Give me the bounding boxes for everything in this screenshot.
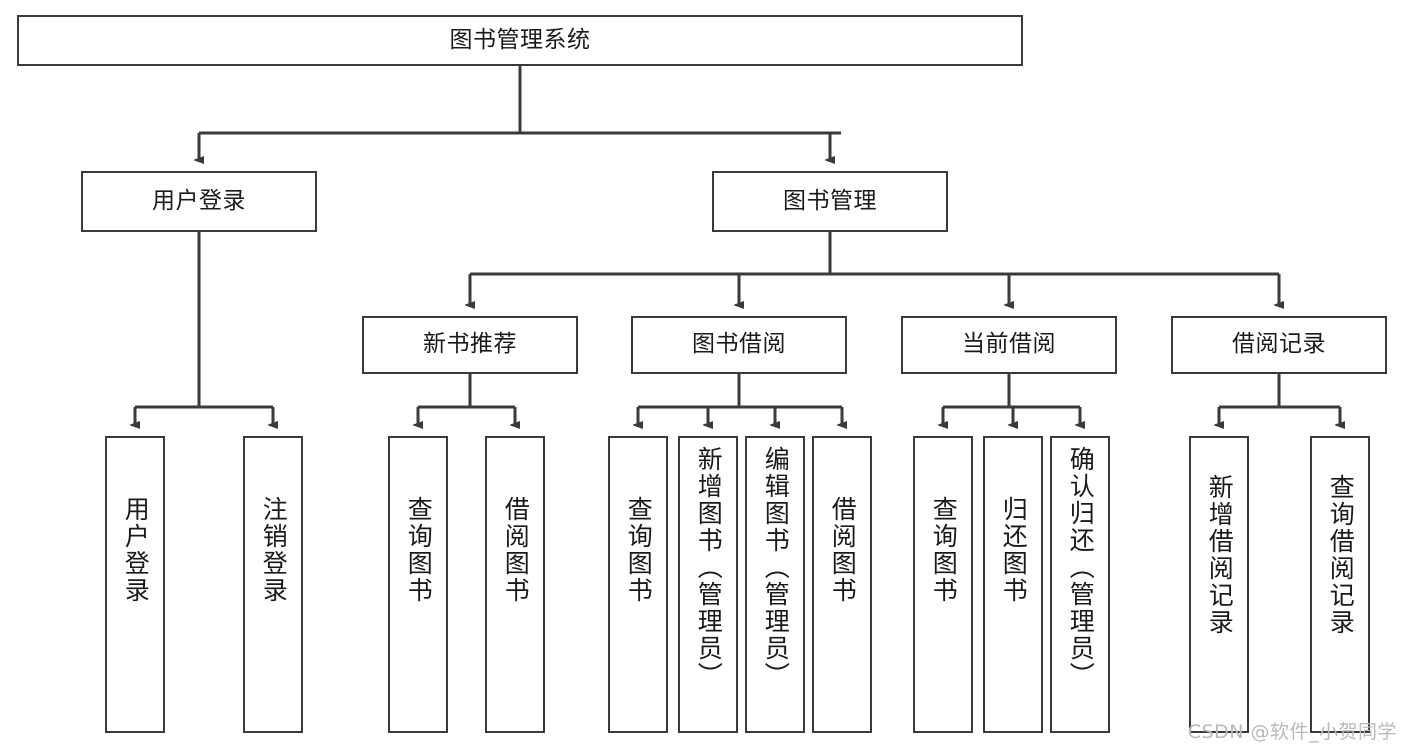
node-leaf-user-login[interactable]: 用户登录: [105, 436, 165, 733]
node-leaf-confirm-return-admin[interactable]: 确认归还（管理员）: [1050, 436, 1110, 733]
node-leaf-query-borrow-record-label: 查询借阅记录: [1326, 474, 1356, 636]
node-leaf-query-book-current[interactable]: 查询图书: [913, 436, 973, 733]
node-leaf-query-book-borrow[interactable]: 查询图书: [608, 436, 668, 733]
node-leaf-logout[interactable]: 注销登录: [243, 436, 303, 733]
node-root[interactable]: 图书管理系统: [17, 15, 1023, 66]
node-leaf-confirm-return-admin-label: 确认归还（管理员）: [1066, 446, 1096, 689]
node-borrow-record-label: 借阅记录: [1232, 331, 1326, 358]
node-current-borrow[interactable]: 当前借阅: [901, 316, 1117, 374]
node-new-book-rec[interactable]: 新书推荐: [362, 316, 578, 374]
node-leaf-borrow-book-rec[interactable]: 借阅图书: [485, 436, 545, 733]
node-leaf-add-borrow-record[interactable]: 新增借阅记录: [1189, 436, 1249, 733]
node-leaf-logout-label: 注销登录: [259, 496, 289, 604]
node-user-login[interactable]: 用户登录: [81, 171, 317, 232]
node-leaf-return-book[interactable]: 归还图书: [983, 436, 1043, 733]
node-leaf-borrow-book[interactable]: 借阅图书: [812, 436, 872, 733]
node-leaf-edit-book-admin-label: 编辑图书（管理员）: [761, 446, 791, 689]
node-leaf-return-book-label: 归还图书: [999, 496, 1029, 604]
node-current-borrow-label: 当前借阅: [962, 331, 1056, 358]
node-book-manage-label: 图书管理: [783, 187, 877, 214]
node-book-borrow[interactable]: 图书借阅: [631, 316, 847, 374]
node-new-book-rec-label: 新书推荐: [423, 331, 517, 358]
node-leaf-query-book-borrow-label: 查询图书: [624, 496, 654, 604]
node-leaf-query-book-rec[interactable]: 查询图书: [388, 436, 448, 733]
node-leaf-add-book-admin-label: 新增图书（管理员）: [694, 446, 724, 689]
node-borrow-record[interactable]: 借阅记录: [1171, 316, 1387, 374]
node-leaf-query-book-rec-label: 查询图书: [404, 496, 434, 604]
node-leaf-user-login-label: 用户登录: [121, 496, 151, 604]
node-user-login-label: 用户登录: [152, 187, 246, 214]
node-leaf-query-book-current-label: 查询图书: [929, 496, 959, 604]
node-leaf-add-book-admin[interactable]: 新增图书（管理员）: [678, 436, 738, 733]
node-leaf-query-borrow-record[interactable]: 查询借阅记录: [1310, 436, 1370, 733]
node-leaf-edit-book-admin[interactable]: 编辑图书（管理员）: [745, 436, 805, 733]
node-leaf-borrow-book-label: 借阅图书: [828, 496, 858, 604]
node-root-label: 图书管理系统: [449, 26, 591, 53]
node-leaf-borrow-book-rec-label: 借阅图书: [501, 496, 531, 604]
node-leaf-add-borrow-record-label: 新增借阅记录: [1205, 474, 1235, 636]
node-book-borrow-label: 图书借阅: [692, 331, 786, 358]
node-book-manage[interactable]: 图书管理: [712, 171, 948, 232]
